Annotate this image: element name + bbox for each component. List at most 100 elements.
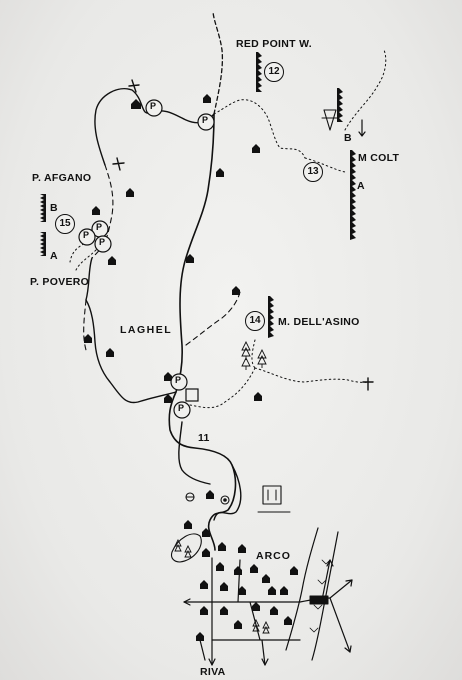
- arrow-west: [183, 598, 191, 606]
- houses: [84, 94, 298, 641]
- park-area: [170, 533, 202, 563]
- sector-letter: B: [344, 132, 352, 144]
- crag-number-badge: 12: [264, 62, 284, 82]
- castle-icon: [262, 485, 282, 505]
- parking-label: P: [150, 101, 157, 111]
- crag-afgano-b: [40, 194, 46, 222]
- cross-icon-north: [128, 79, 140, 93]
- landmark-circle-east: [220, 495, 230, 505]
- house-icon: [252, 602, 260, 611]
- path-afgano: [91, 164, 114, 259]
- arrow-riva: [208, 658, 216, 666]
- river-bank-east: [311, 531, 339, 661]
- trail-red-point: [213, 99, 306, 159]
- road-east-arco: [321, 559, 353, 653]
- house-icon: [186, 254, 194, 263]
- tree-icon: [257, 348, 267, 368]
- crag-colt-a: [350, 150, 356, 240]
- road-11-loop: [178, 421, 211, 485]
- house-icon: [200, 580, 208, 589]
- house-icon: [126, 188, 134, 197]
- house-icon: [184, 520, 192, 529]
- trail-afgano-west: [69, 239, 97, 271]
- parking-markers: [78, 99, 215, 419]
- crag-colt-b: [337, 88, 343, 122]
- house-icon: [131, 99, 141, 109]
- road-laghel-loop: [85, 299, 177, 404]
- river-bank-west: [285, 527, 319, 651]
- tree-icon: [262, 620, 270, 634]
- crag-afgano-a: [40, 232, 46, 256]
- house-icon: [268, 586, 276, 595]
- parking-label: P: [178, 403, 185, 413]
- trail-colt-east: [344, 49, 387, 131]
- crag-red-point: [256, 52, 262, 92]
- crag-number-badge: 13: [303, 162, 323, 182]
- road-arco-connector: [213, 464, 242, 521]
- house-icon: [270, 606, 278, 615]
- trail-asino-east: [254, 367, 369, 383]
- cross-icon-east: [362, 377, 374, 391]
- house-icon: [238, 586, 246, 595]
- tree-icon: [184, 544, 192, 558]
- road-number-label: 11: [198, 432, 210, 444]
- arrow-south-east: [344, 645, 352, 653]
- place-label-arco: ARCO: [256, 550, 291, 562]
- road-top-loop: [94, 88, 215, 166]
- place-label-red-point-w: RED POINT W.: [236, 38, 312, 50]
- arrow-north-east: [345, 579, 353, 587]
- house-icon: [238, 544, 246, 553]
- pylon-icon: [321, 109, 339, 131]
- arrow-south: [261, 658, 269, 666]
- house-icon: [262, 574, 270, 583]
- bridge-icon: [309, 595, 329, 605]
- trail-asino-pines: [251, 339, 256, 369]
- river-wave: [309, 559, 331, 633]
- house-icon: [234, 566, 242, 575]
- house-icon: [280, 586, 288, 595]
- tree-icon: [241, 356, 251, 370]
- parking-label: P: [99, 237, 106, 247]
- pine-trees: [174, 340, 270, 634]
- road-upper-west: [85, 257, 93, 301]
- road-north: [212, 11, 224, 115]
- parking-label: P: [202, 115, 209, 125]
- house-icon: [108, 256, 116, 265]
- place-label-p-afgano: P. AFGANO: [32, 172, 92, 184]
- tree-icon: [174, 538, 182, 552]
- house-icon: [216, 168, 224, 177]
- place-label-riva: RIVA: [200, 666, 226, 678]
- house-icon: [252, 144, 260, 153]
- house-icon: [196, 632, 204, 641]
- house-icon: [202, 528, 210, 537]
- house-icon: [216, 562, 224, 571]
- crag-number-badge: 15: [55, 214, 75, 234]
- house-icon: [106, 348, 114, 357]
- trail-colt: [304, 157, 346, 173]
- arrow-north: [326, 559, 334, 567]
- crag-number-badge: 14: [245, 311, 265, 331]
- cross-icon-west: [112, 157, 125, 171]
- parking-label: P: [96, 222, 103, 232]
- path-west-edge: [83, 299, 87, 351]
- house-icon: [232, 286, 240, 295]
- house-icon: [234, 620, 242, 629]
- sector-letter: A: [357, 180, 365, 192]
- parking-label: P: [175, 375, 182, 385]
- trail-asino-south: [189, 367, 256, 409]
- house-icon: [218, 542, 226, 551]
- arrow-colt: [358, 119, 366, 137]
- house-icon: [202, 548, 210, 557]
- place-label-m-colt: M COLT: [358, 152, 400, 164]
- path-laghel-asino: [185, 291, 241, 346]
- house-icon: [92, 206, 100, 215]
- house-icon: [220, 606, 228, 615]
- house-icon: [164, 372, 172, 381]
- house-icon: [200, 606, 208, 615]
- house-icon: [164, 394, 172, 403]
- crag-asino: [268, 296, 274, 338]
- place-label-m-dell-asino: M. DELL'ASINO: [278, 316, 360, 328]
- sector-letter: A: [50, 250, 58, 262]
